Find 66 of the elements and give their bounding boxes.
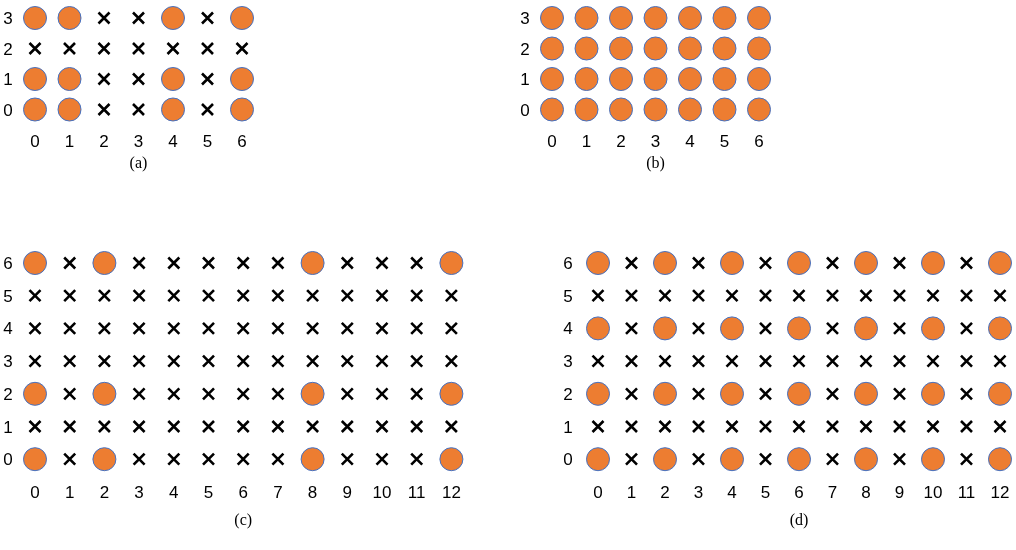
column-index-label: 1: [626, 483, 637, 501]
row-index-label: 4: [3, 319, 13, 337]
column-index-label: 5: [203, 483, 214, 501]
row-index-label: 2: [563, 385, 573, 403]
panel-caption: (a): [129, 155, 148, 171]
column-index-label: 0: [30, 483, 40, 501]
column-index-label: 3: [650, 132, 661, 150]
row-index-label: 6: [563, 254, 573, 272]
column-index-label: 4: [685, 132, 695, 150]
row-index-label: 0: [3, 450, 13, 468]
row-index-label: 1: [563, 418, 573, 435]
column-index-label: 12: [441, 483, 461, 501]
column-index-label: 2: [660, 483, 670, 501]
column-index-label: 6: [237, 132, 247, 150]
column-index-label: 1: [581, 132, 592, 150]
row-index-label: 3: [3, 352, 13, 370]
column-index-label: 1: [64, 483, 75, 501]
row-index-label: 3: [3, 9, 13, 27]
column-index-label: 3: [133, 132, 144, 150]
column-index-label: 12: [990, 483, 1010, 501]
column-index-label: 5: [719, 132, 730, 150]
row-index-label: 0: [563, 450, 573, 468]
row-index-label: 1: [3, 418, 13, 435]
panel-caption: (d): [789, 512, 809, 528]
column-index-label: 10: [372, 483, 392, 501]
row-index-label: 0: [3, 101, 13, 118]
column-index-label: 5: [202, 132, 213, 150]
column-index-label: 8: [307, 483, 318, 501]
row-index-label: 5: [563, 287, 573, 305]
column-index-label: 9: [894, 483, 905, 501]
column-index-label: 0: [547, 132, 557, 150]
column-index-label: 8: [861, 483, 871, 501]
panel-caption: (b): [646, 155, 665, 171]
column-index-label: 4: [727, 483, 737, 501]
row-index-label: 1: [3, 70, 13, 88]
column-index-label: 7: [273, 483, 283, 501]
column-index-label: 4: [169, 483, 179, 501]
row-index-label: 3: [520, 9, 530, 27]
row-index-label: 4: [563, 319, 573, 337]
row-index-label: 2: [3, 385, 13, 403]
column-index-label: 3: [693, 483, 704, 501]
column-index-label: 6: [754, 132, 764, 150]
column-index-label: 6: [794, 483, 804, 501]
column-index-label: 4: [168, 132, 178, 150]
row-index-label: 6: [3, 254, 13, 272]
column-index-label: 1: [64, 132, 75, 150]
panel-caption: (c): [234, 512, 253, 528]
column-index-label: 2: [99, 132, 109, 150]
row-index-label: 2: [3, 40, 13, 57]
column-index-label: 6: [238, 483, 248, 501]
column-index-label: 2: [616, 132, 626, 150]
row-index-label: 1: [520, 70, 530, 88]
column-index-label: 7: [827, 483, 838, 501]
row-index-label: 0: [520, 101, 530, 118]
column-index-label: 11: [407, 483, 426, 501]
column-index-label: 10: [923, 483, 943, 501]
column-index-label: 2: [99, 483, 110, 501]
row-index-label: 2: [520, 40, 530, 57]
column-index-label: 11: [957, 483, 976, 501]
column-index-label: 3: [134, 483, 144, 501]
column-index-label: 9: [342, 483, 353, 501]
column-index-label: 5: [760, 483, 771, 501]
column-index-label: 0: [30, 132, 40, 150]
row-index-label: 5: [3, 287, 13, 305]
column-index-label: 0: [593, 483, 603, 501]
row-index-label: 3: [563, 352, 573, 370]
